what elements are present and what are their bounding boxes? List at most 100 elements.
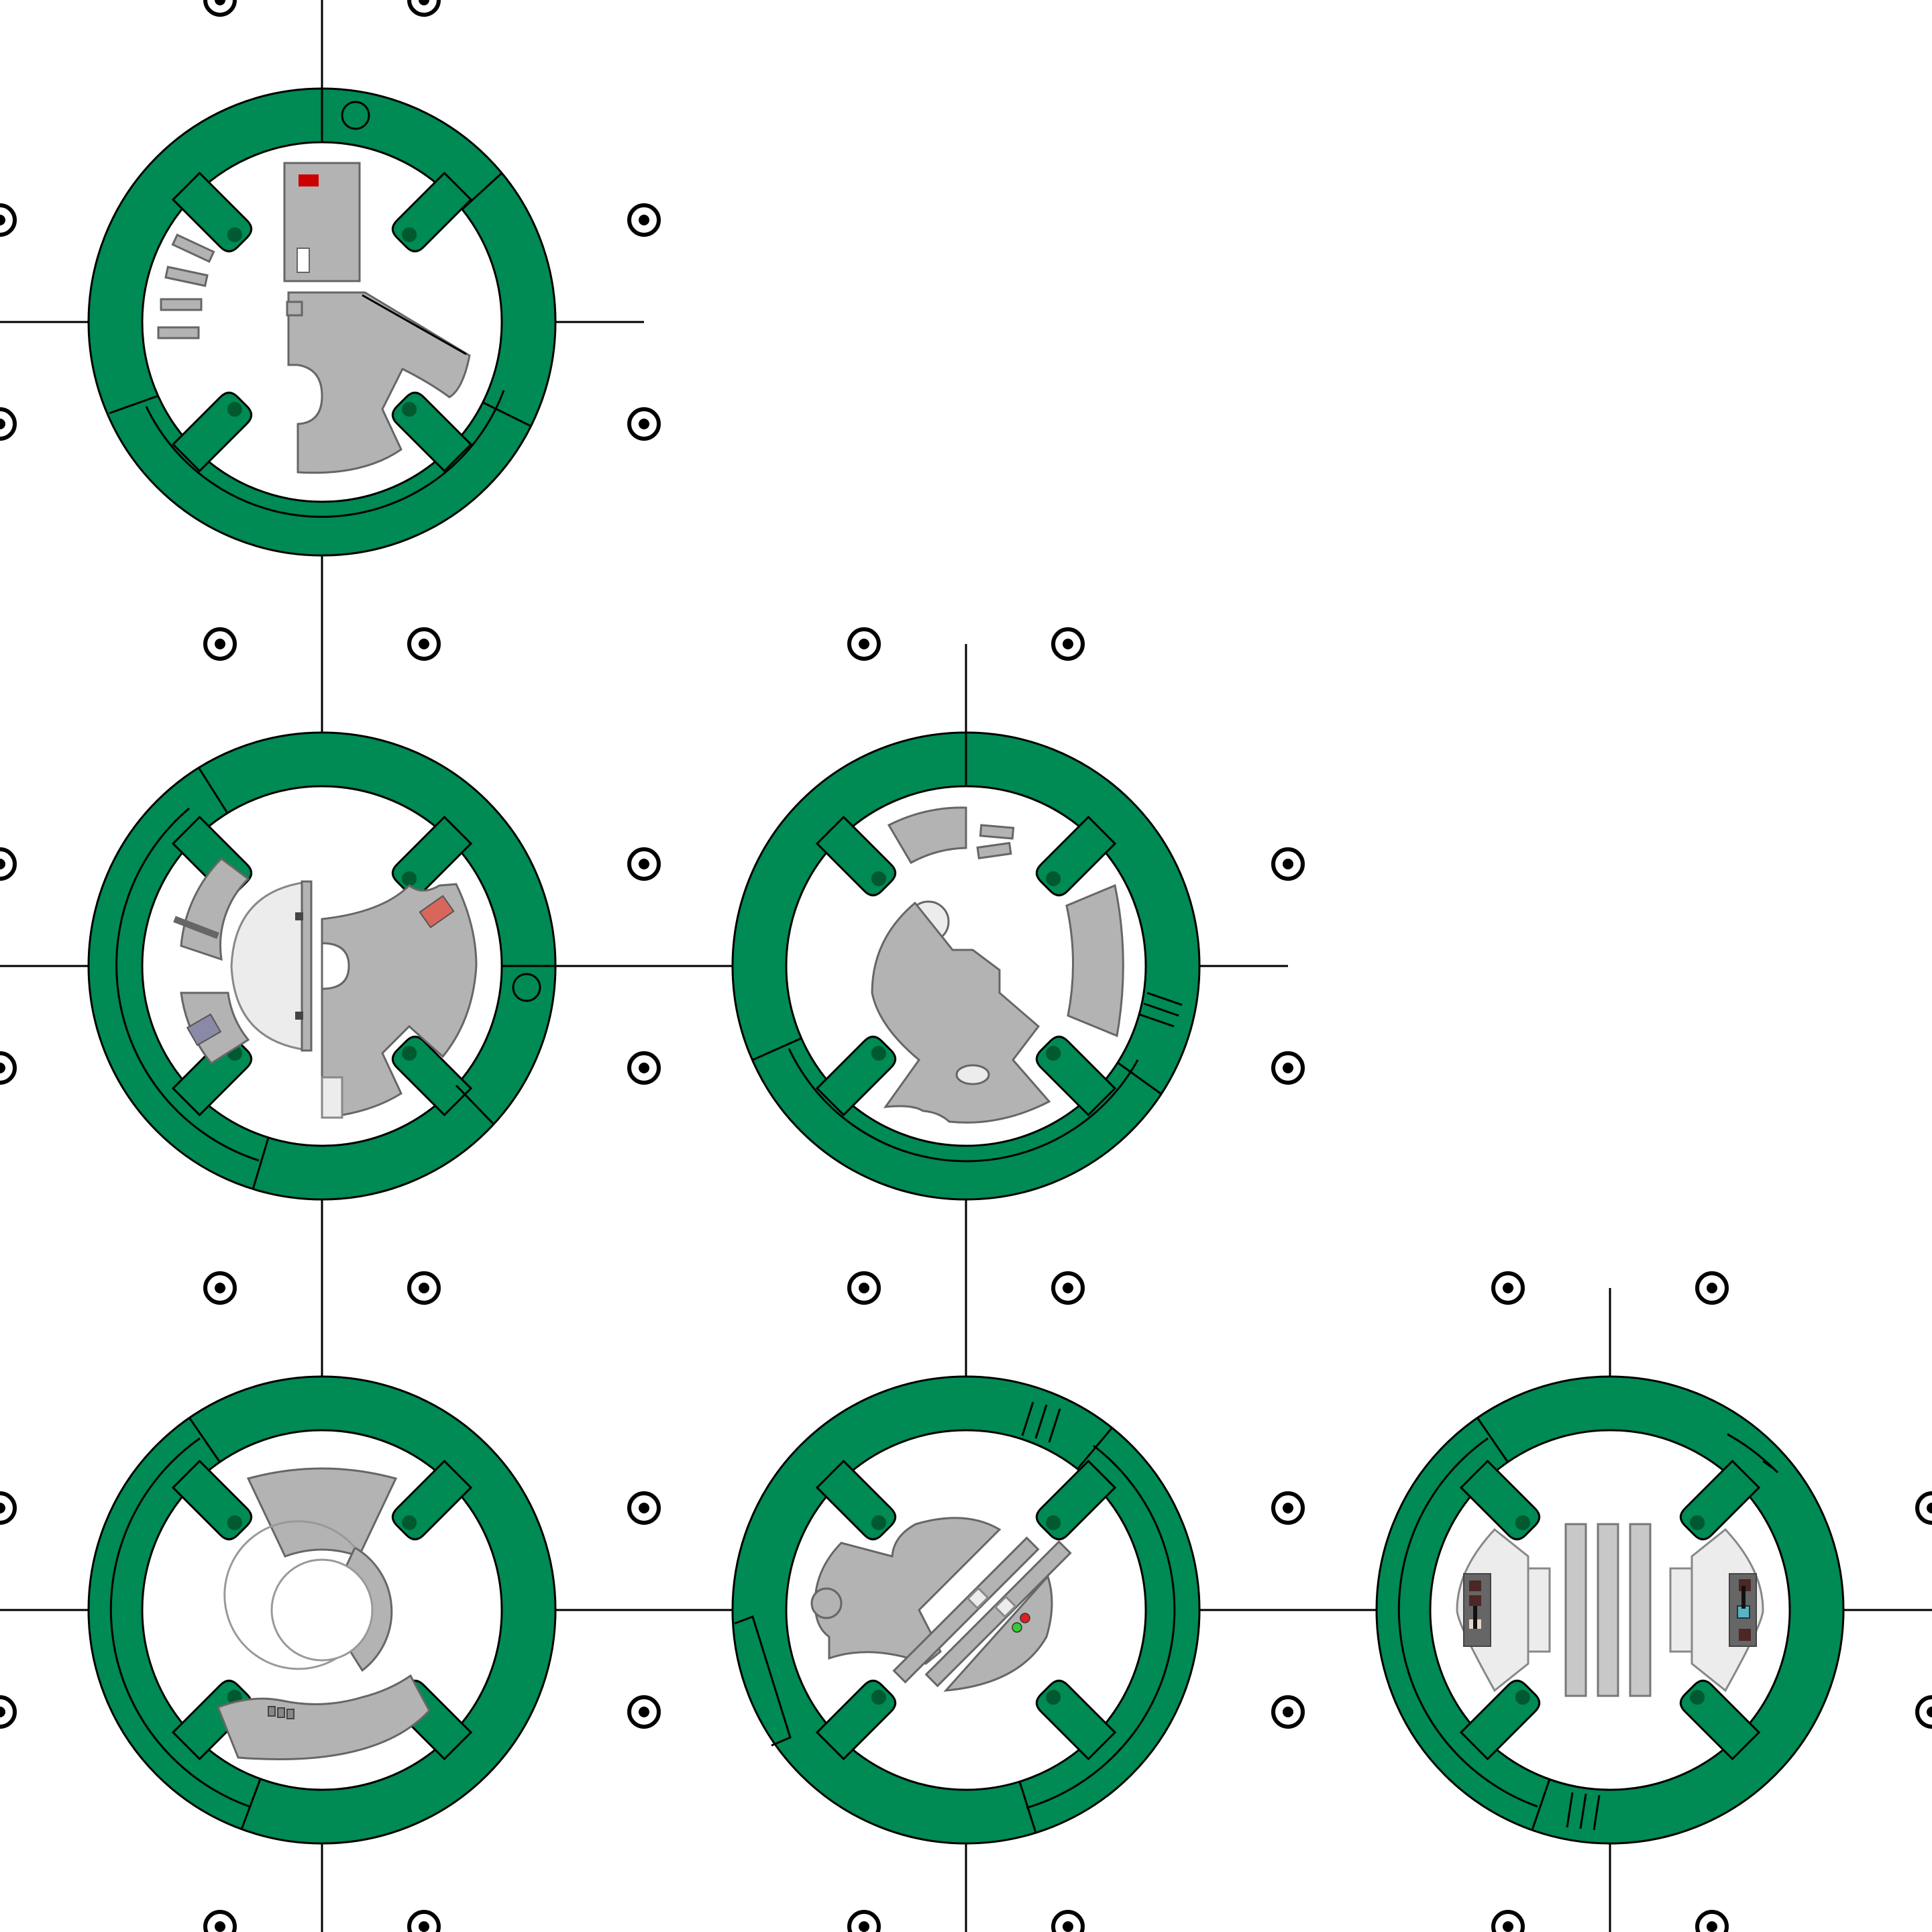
- target-bolt-icon: [1695, 1271, 1729, 1305]
- plate-notch: [321, 942, 350, 990]
- ring-seam: [461, 172, 503, 211]
- lens-rail: [301, 880, 313, 1052]
- clamp-tabs: [1459, 1459, 1761, 1761]
- clamp-tabs: [815, 815, 1117, 1117]
- light-slot: [321, 1076, 343, 1119]
- clamp-tab-icon: [171, 1459, 253, 1541]
- clamp-tab-icon: [391, 171, 473, 253]
- ring-seam: [455, 1084, 495, 1126]
- target-bolt-icon: [1491, 1271, 1525, 1305]
- clamp-tab-icon: [171, 391, 253, 473]
- tab-dot: [1515, 1690, 1530, 1705]
- target-bolt-icon: [1491, 1910, 1525, 1932]
- target-bolt-icon: [407, 0, 441, 17]
- vent-slats: [157, 233, 215, 339]
- clamp-tab-icon: [171, 171, 253, 253]
- clamp-tab-icon: [1035, 1679, 1117, 1761]
- clamp-tab-icon: [1459, 1459, 1541, 1541]
- tab-dot: [402, 1046, 417, 1061]
- target-bolt-icon: [1051, 1271, 1085, 1305]
- target-bolt-icon: [627, 1695, 661, 1729]
- target-bolt-icon: [0, 847, 17, 881]
- dome-tile-1: [87, 87, 557, 557]
- ring-hole-outline: [223, 1520, 356, 1670]
- rail-clip: [994, 1595, 1017, 1619]
- target-bolt-icon: [0, 1695, 17, 1729]
- tab-dot: [227, 1515, 242, 1530]
- dark-stripe: [173, 916, 219, 939]
- target-bolt-icon: [1915, 1695, 1932, 1729]
- vent-grille: [268, 1706, 294, 1719]
- target-bolt-icon: [203, 627, 237, 661]
- target-bolt-icon: [1695, 1910, 1729, 1932]
- target-bolt-icon: [1051, 1910, 1085, 1932]
- target-bolt-icon: [847, 1271, 881, 1305]
- dome-tile-2: [87, 731, 557, 1201]
- rail-clip: [295, 1012, 303, 1020]
- target-bolt-icon: [627, 407, 661, 441]
- tab-dot: [1046, 1515, 1061, 1530]
- red-led: [1020, 1613, 1030, 1623]
- dome-tile-6: [1375, 1375, 1845, 1845]
- salmon-patch: [419, 895, 455, 928]
- target-bolt-icon: [847, 1910, 881, 1932]
- center-vent-bars: [1564, 1523, 1652, 1697]
- clamp-tab-icon: [391, 1035, 473, 1117]
- small-square: [286, 301, 303, 317]
- hatch-panel: [283, 162, 361, 282]
- top-right-groove: [1727, 1433, 1779, 1474]
- tab-dot: [402, 1515, 417, 1530]
- target-bolt-icon: [627, 1491, 661, 1525]
- target-bolt-icon: [0, 1491, 17, 1525]
- ring-seam: [109, 394, 159, 415]
- left-neck: [1527, 1567, 1551, 1653]
- clamp-tabs: [815, 1459, 1117, 1761]
- top-sector: [887, 806, 967, 865]
- tab-dot: [1515, 1515, 1530, 1530]
- main-plate: [321, 883, 478, 1119]
- tab-dot: [1046, 1046, 1061, 1061]
- clamp-tab-icon: [1679, 1459, 1761, 1541]
- tab-dot: [871, 871, 886, 886]
- tab-dot: [1690, 1515, 1705, 1530]
- ring-groove: [145, 390, 505, 518]
- ring-groove: [788, 1048, 1139, 1163]
- target-bolt-icon: [0, 1051, 17, 1085]
- ring-seam: [1117, 1061, 1161, 1095]
- left-sector: [180, 857, 250, 961]
- tab-dot: [227, 227, 242, 242]
- left-stripe: [1473, 1606, 1477, 1629]
- center-hole: [270, 1558, 374, 1662]
- dome-lens: [230, 881, 307, 1051]
- target-bolt-icon: [0, 407, 17, 441]
- clamp-tab-icon: [815, 1459, 897, 1541]
- right-neck: [1669, 1567, 1693, 1653]
- ring-seam: [1076, 1427, 1114, 1470]
- ring-seam: [1531, 1778, 1551, 1831]
- oval-port: [955, 1064, 990, 1085]
- target-bolt-icon: [1271, 1695, 1305, 1729]
- ring-seam: [197, 767, 229, 814]
- right-brown-chip: [1739, 1629, 1751, 1641]
- clamp-tab-icon: [391, 1459, 473, 1541]
- ring-groove: [1026, 1444, 1176, 1809]
- tab-dot: [1046, 1690, 1061, 1705]
- target-bolt-icon: [407, 1271, 441, 1305]
- target-bolt-icon: [1271, 847, 1305, 881]
- right-horn: [1690, 1527, 1764, 1693]
- dome-tile-4: [87, 1375, 557, 1845]
- rail-clip: [295, 912, 303, 920]
- tab-dot: [1046, 871, 1061, 886]
- side-hatch: [734, 1615, 792, 1747]
- ring-seam: [1476, 1417, 1509, 1463]
- tab-dot: [1690, 1690, 1705, 1705]
- ring-seam: [482, 401, 531, 427]
- clamp-tab-icon: [815, 815, 897, 897]
- ring-seam: [240, 1778, 262, 1830]
- target-bolt-icon: [627, 203, 661, 237]
- clamp-tab-icon: [815, 1679, 897, 1761]
- ring-groove: [1397, 1437, 1538, 1808]
- plate-line: [362, 294, 467, 356]
